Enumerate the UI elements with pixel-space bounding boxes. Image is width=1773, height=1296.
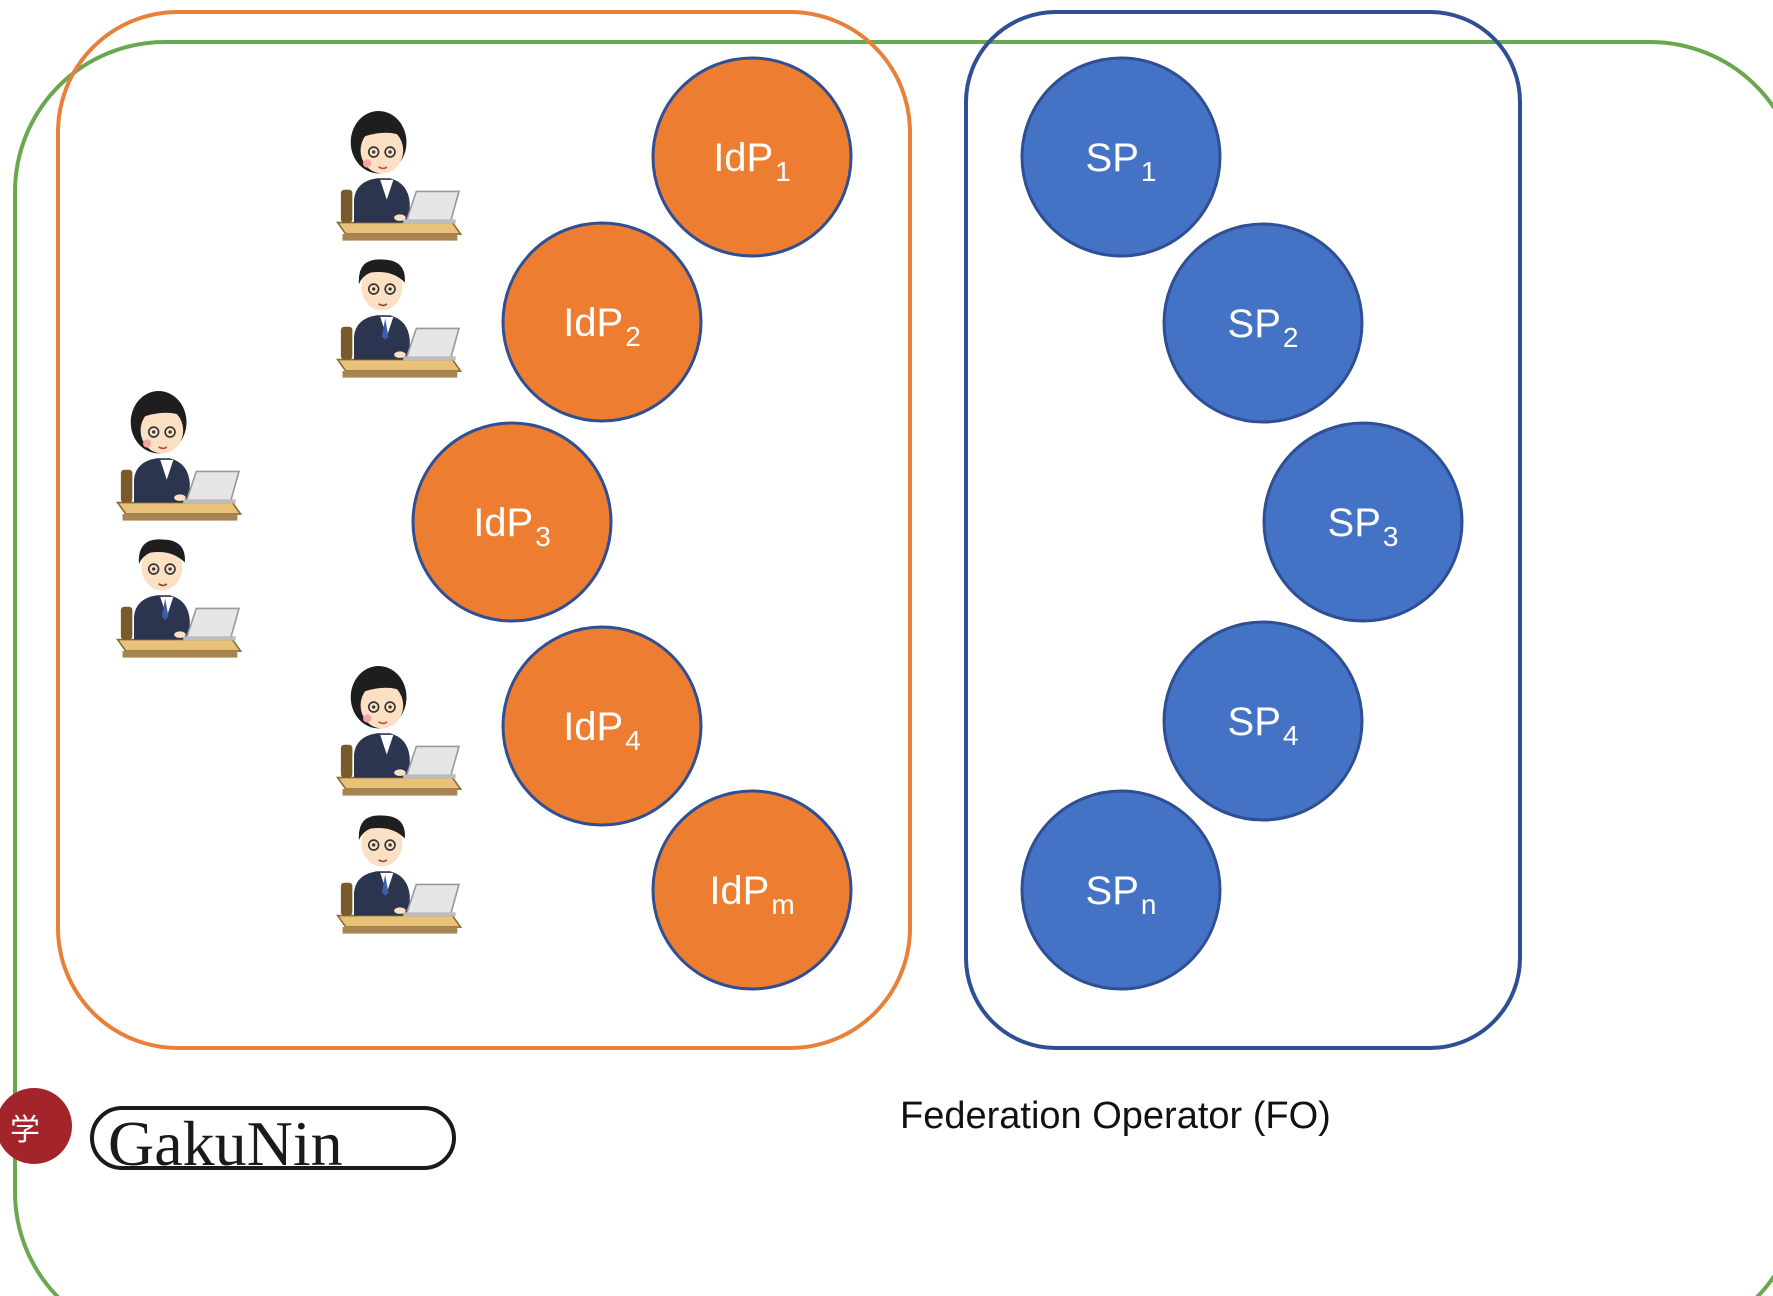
idp-node-1-circle (651, 56, 853, 258)
sp-node-2-label: SP2 (1228, 302, 1299, 353)
idp-node-1-label: IdP1 (713, 136, 791, 187)
idp-node-m-circle (651, 789, 853, 991)
sp-node-1: SP1 (1020, 56, 1222, 258)
sp-node-n-circle (1020, 789, 1222, 991)
female-user-at-laptop-icon (336, 110, 462, 242)
federation-boundary (13, 40, 1773, 1296)
sp-node-4: SP4 (1162, 620, 1364, 822)
sp-node-4-label: SP4 (1228, 700, 1299, 751)
svg-text:GakuNin: GakuNin (108, 1108, 343, 1179)
users (116, 110, 462, 935)
idp-node-4-circle (501, 625, 703, 827)
gakunin-logo-icon: 学 GakuNin (0, 1088, 456, 1179)
federation-operator-label: Federation Operator (FO) (900, 1095, 1331, 1137)
svg-text:学: 学 (10, 1113, 40, 1148)
female-user-at-laptop-icon (336, 665, 462, 797)
sp-node-3-circle (1262, 421, 1464, 623)
sp-group-boundary (964, 10, 1522, 1050)
idp-node-m: IdPm (651, 789, 853, 991)
sp-node-1-label: SP1 (1086, 136, 1157, 187)
sp-node-2: SP2 (1162, 222, 1364, 424)
idp-node-4-label: IdP4 (563, 705, 641, 756)
idp-node-1: IdP1 (651, 56, 853, 258)
idp-node-m-label: IdPm (709, 869, 794, 920)
sp-node-4-circle (1162, 620, 1364, 822)
idp-node-3-circle (411, 421, 613, 623)
idp-group-boundary (56, 10, 912, 1050)
idp-node-2-circle (501, 221, 703, 423)
male-user-at-laptop-icon (336, 814, 462, 935)
sp-node-n: SPn (1020, 789, 1222, 991)
idp-node-2-label: IdP2 (563, 301, 641, 352)
idp-node-3-label: IdP3 (473, 501, 551, 552)
idp-node-2: IdP2 (501, 221, 703, 423)
idp-node-4: IdP4 (501, 625, 703, 827)
male-user-at-laptop-icon (116, 538, 242, 659)
idp-node-3: IdP3 (411, 421, 613, 623)
sp-node-3-label: SP3 (1328, 501, 1399, 552)
female-user-at-laptop-icon (116, 390, 242, 522)
sp-node-1-circle (1020, 56, 1222, 258)
male-user-at-laptop-icon (336, 258, 462, 379)
sp-node-2-circle (1162, 222, 1364, 424)
sp-node-3: SP3 (1262, 421, 1464, 623)
sp-node-n-label: SPn (1086, 869, 1157, 920)
